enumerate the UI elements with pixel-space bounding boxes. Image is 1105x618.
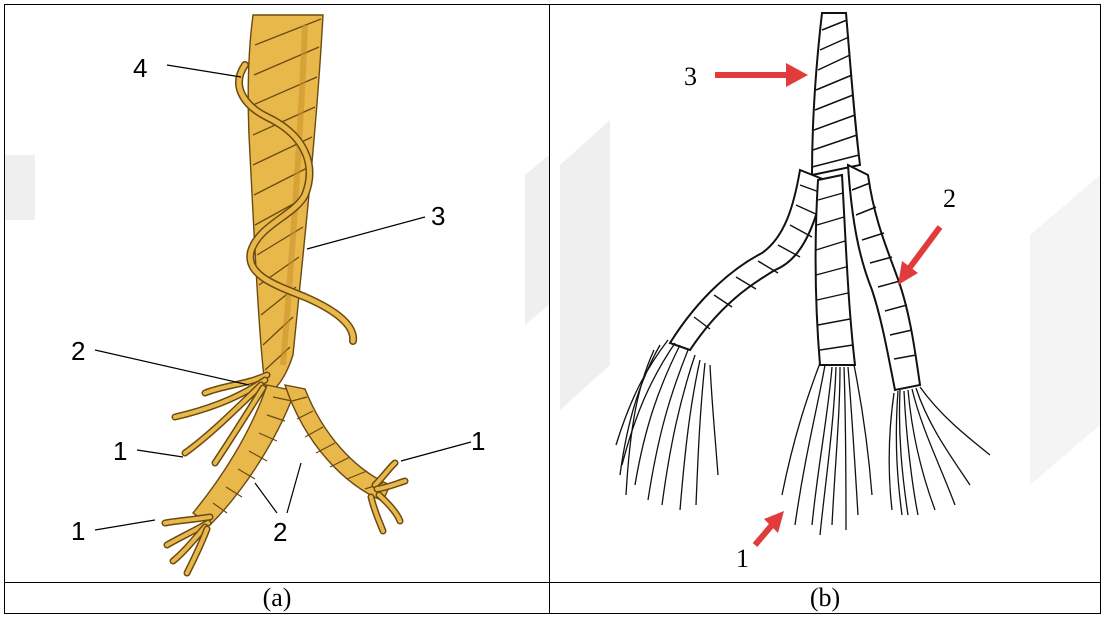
watermark-stripe <box>560 120 610 410</box>
sketch-fibers-left <box>616 340 718 510</box>
fiber-bundle-bottom-left <box>165 517 210 573</box>
panel-b: 3 2 1 <box>550 5 1100 582</box>
label-1-left: 1 <box>113 436 127 466</box>
label-2-lower: 2 <box>273 517 287 547</box>
panel-a: 4 3 2 1 1 1 2 <box>5 5 549 582</box>
label-1-bottom: 1 <box>71 516 85 546</box>
label-3: 3 <box>431 201 445 231</box>
label-3: 3 <box>684 62 697 91</box>
caption-b: (b) <box>550 584 1100 612</box>
watermark-stripe <box>525 155 549 325</box>
rope-illustration-a: 4 3 2 1 1 1 2 <box>5 5 549 582</box>
rope-sketch-b: 3 2 1 <box>550 5 1100 582</box>
arrow-2 <box>898 227 940 285</box>
sketch-strand-left <box>670 170 825 350</box>
arrow-1 <box>755 511 784 545</box>
caption-a: (a) <box>5 584 549 612</box>
watermark-stripe <box>1030 175 1100 485</box>
label-1-right: 1 <box>471 426 485 456</box>
label-2: 2 <box>943 184 956 213</box>
sketch-fibers-middle <box>782 363 872 535</box>
sketch-rope-top <box>812 13 860 175</box>
watermark-stripe <box>5 155 35 220</box>
label-4: 4 <box>133 53 147 83</box>
label-2-upper: 2 <box>71 336 85 366</box>
sketch-fibers-right <box>889 387 990 515</box>
label-1: 1 <box>736 544 749 573</box>
arrow-3 <box>715 63 808 87</box>
